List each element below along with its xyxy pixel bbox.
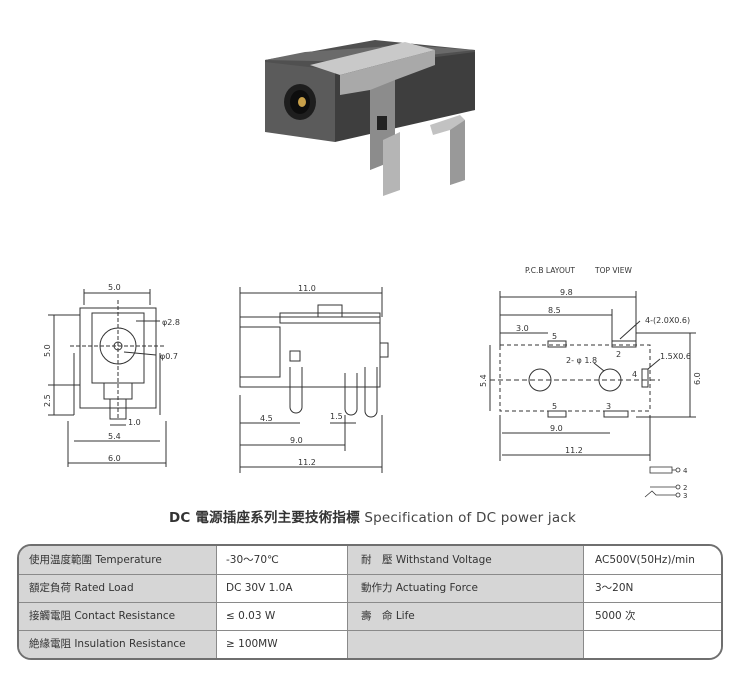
spec-label: 接觸電阻 Contact Resistance [19,602,216,630]
table-row: 接觸電阻 Contact Resistance ≤ 0.03 W 壽 命 Lif… [19,602,721,630]
spec-title: DC 電源插座系列主要技術指標 Specification of DC powe… [0,506,745,526]
dim-front-5: 5.0 [108,283,121,292]
column-divider [347,546,348,658]
schematic-pin2: 2 [683,484,687,492]
dim-side-112: 11.2 [298,458,316,467]
dim-side-90: 9.0 [290,436,303,445]
dim-pcb-pad2: 2 [616,350,621,359]
dim-pcb-30: 3.0 [516,324,529,333]
schematic-pin4: 4 [683,467,688,475]
dim-side-15: 1.5 [330,412,343,421]
dim-pcb-85: 8.5 [548,306,561,315]
dim-pcb-98: 9.8 [560,288,573,297]
dim-side-110: 11.0 [298,284,316,293]
dim-phi07: φ0.7 [160,352,178,361]
pcb-layout [489,291,696,461]
spec-label: 絶緣電阻 Insulation Resistance [19,630,216,658]
table-row: 額定負荷 Rated Load DC 30V 1.0A 動作力 Actuatin… [19,574,721,602]
spec-value: DC 30V 1.0A [216,574,347,602]
spec-value [583,630,721,658]
product-photo [265,40,475,196]
dim-front-60: 6.0 [108,454,121,463]
spec-label: 壽 命 Life [347,602,583,630]
schematic-symbol [644,466,681,498]
dim-pcb-60: 6.0 [693,372,702,385]
table-row: 使用温度範圍 Temperature -30～70℃ 耐 壓 Withstand… [19,546,721,574]
dim-pcb-slot: 1.5X0.6 [660,352,691,361]
dim-pcb-pad5a: 5 [552,332,557,341]
dim-pcb-pad4: 4 [632,370,637,379]
dim-pcb-pad5b: 5 [552,402,557,411]
row-divider [19,602,721,603]
dim-pcb-112: 11.2 [565,446,583,455]
spec-value: -30～70℃ [216,546,347,574]
column-divider [216,546,217,658]
dim-pcb-90: 9.0 [550,424,563,433]
dim-pcb-pads: 4-(2.0X0.6) [645,316,690,325]
spec-label: 額定負荷 Rated Load [19,574,216,602]
spec-label: 動作力 Actuating Force [347,574,583,602]
row-divider [19,574,721,575]
spec-value: AC500V(50Hz)/min [583,546,721,574]
row-divider [19,630,721,631]
side-view [239,287,389,473]
pcb-layout-label: P.C.B LAYOUT [525,266,575,275]
dim-side-45: 4.5 [260,414,273,423]
spec-value: ≥ 100MW [216,630,347,658]
front-view [48,289,167,467]
dim-front-50: 5.0 [43,344,52,357]
spec-table: 使用温度範圍 Temperature -30～70℃ 耐 壓 Withstand… [17,544,723,660]
schematic-pin3: 3 [683,492,687,500]
column-divider [583,546,584,658]
dim-front-54: 5.4 [108,432,121,441]
spec-label [347,630,583,658]
top-view-label: TOP VIEW [594,266,632,275]
spec-title-en: Specification of DC power jack [364,510,576,526]
spec-label: 使用温度範圍 Temperature [19,546,216,574]
spec-value: ≤ 0.03 W [216,602,347,630]
technical-drawing: 5.0 φ2.8 φ0.7 5.0 2.5 1.0 5.4 6.0 11.0 4… [43,266,702,500]
dim-pcb-holes: 2- φ 1.8 [566,356,597,365]
table-row: 絶緣電阻 Insulation Resistance ≥ 100MW [19,630,721,658]
spec-label: 耐 壓 Withstand Voltage [347,546,583,574]
dim-pcb-54: 5.4 [479,374,488,387]
dim-front-25: 2.5 [43,394,52,407]
spec-title-cn: DC 電源插座系列主要技術指標 [169,510,360,526]
dim-front-10: 1.0 [128,418,141,427]
dim-pcb-pad3: 3 [606,402,611,411]
dim-phi28: φ2.8 [162,318,180,327]
spec-value: 5000 次 [583,602,721,630]
spec-value: 3～20N [583,574,721,602]
